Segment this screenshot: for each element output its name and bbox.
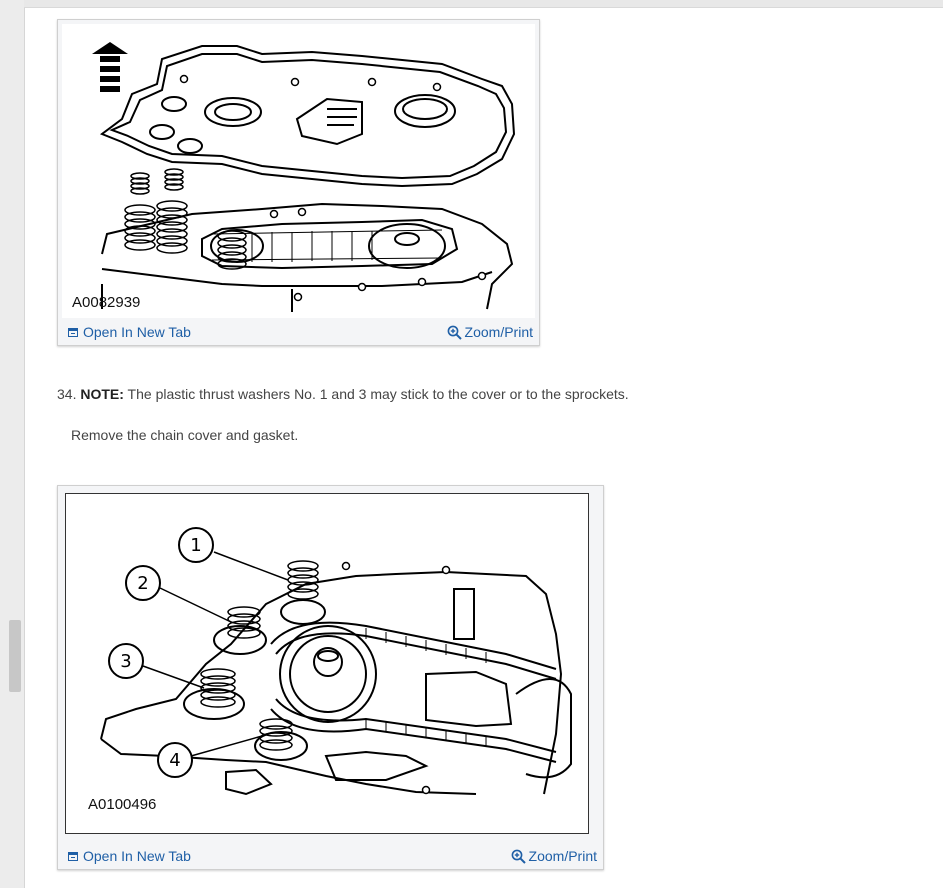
figure-code-1: A0082939 [72, 294, 141, 311]
open-in-new-tab-icon [68, 851, 78, 861]
figure-footer-2: Open In New Tab Zoom/Print [58, 843, 603, 869]
open-in-new-tab-link-1[interactable]: Open In New Tab [68, 324, 191, 340]
open-in-new-tab-icon [68, 327, 78, 337]
callout-4: 4 [169, 750, 180, 771]
open-in-new-tab-link-2[interactable]: Open In New Tab [68, 848, 191, 864]
top-border-bar [24, 0, 943, 8]
figure-code-2: A0100496 [88, 796, 157, 813]
chain-sprockets-diagram: 1 2 3 4 [100, 527, 572, 796]
figure-footer-1: Open In New Tab Zoom/Print [58, 319, 539, 345]
zoom-print-label: Zoom/Print [464, 324, 533, 340]
rail-scroll-handle[interactable] [9, 620, 21, 692]
step-note: 34. NOTE: The plastic thrust washers No.… [57, 386, 629, 402]
zoom-in-icon [447, 325, 462, 340]
zoom-in-icon [511, 849, 526, 864]
figure-image-2[interactable]: 1 2 3 4 A0100496 [65, 493, 589, 834]
cover-removal-diagram [92, 42, 516, 312]
zoom-print-label: Zoom/Print [528, 848, 597, 864]
callout-2: 2 [137, 573, 148, 594]
step-instruction: Remove the chain cover and gasket. [71, 427, 299, 443]
up-arrow-icon [92, 42, 128, 92]
note-text: The plastic thrust washers No. 1 and 3 m… [123, 386, 629, 402]
callout-1: 1 [190, 535, 201, 556]
figure-card-1: A0082939 Open In New Tab Zoom/Print [57, 19, 540, 346]
left-scroll-rail [0, 0, 25, 888]
zoom-print-link-2[interactable]: Zoom/Print [511, 848, 597, 864]
figure-card-2: 1 2 3 4 A0100496 Open In New Tab Zoom/Pr… [57, 485, 604, 870]
open-in-new-tab-label: Open In New Tab [83, 848, 191, 864]
figure-image-1[interactable]: A0082939 [62, 24, 535, 318]
note-label: NOTE: [80, 386, 124, 402]
callout-3: 3 [120, 651, 131, 672]
step-number: 34. [57, 386, 77, 402]
zoom-print-link-1[interactable]: Zoom/Print [447, 324, 533, 340]
open-in-new-tab-label: Open In New Tab [83, 324, 191, 340]
